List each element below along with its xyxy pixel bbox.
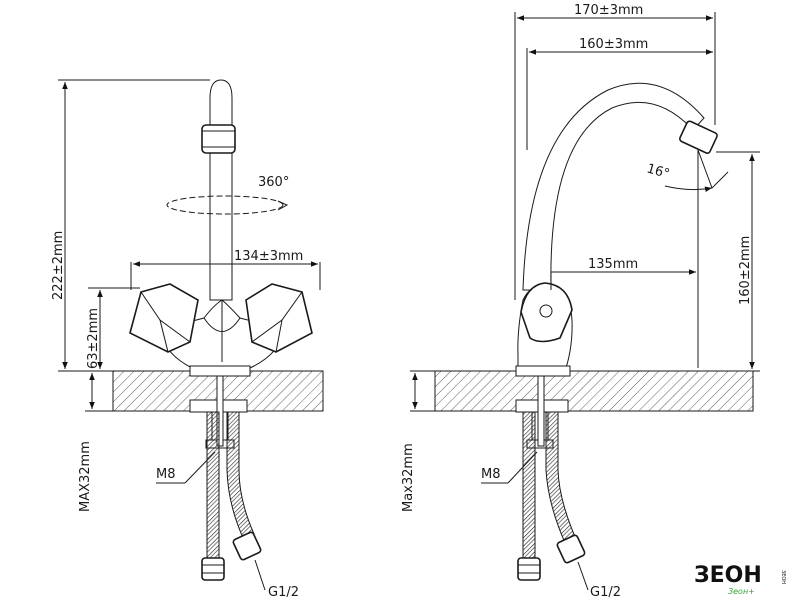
side-curved-spout [523, 83, 704, 290]
front-thread-label: M8 [156, 467, 176, 482]
side-countertop [435, 371, 753, 411]
front-handle-span-label: 134±3mm [234, 249, 303, 264]
side-thread-label: M8 [481, 467, 501, 482]
front-aerator [202, 125, 235, 153]
side-right-hose [546, 412, 576, 545]
side-max-thickness-label: Max32mm [401, 443, 416, 512]
side-base-flange [516, 366, 570, 376]
front-max-thickness-label: MAX32mm [78, 441, 93, 512]
brand-subtitle: Зеон+ [728, 587, 755, 596]
side-overall-reach-label: 170±3mm [574, 3, 643, 18]
front-right-hose [227, 412, 254, 540]
front-right-handle [246, 284, 312, 352]
side-right-hose-nut [556, 534, 585, 563]
side-view: 170±3mm 160±3mm 16° 135mm 160±2mm Max32m… [401, 3, 760, 600]
side-left-hose-nut [518, 558, 540, 580]
side-outlet-reach-label: 135mm [588, 257, 638, 272]
side-connection-label: G1/2 [590, 585, 621, 600]
front-left-hose-nut [202, 558, 224, 580]
side-lever-handle [521, 283, 572, 342]
front-connection-label: G1/2 [268, 585, 299, 600]
rotation-circle-icon [167, 196, 283, 214]
front-view: 360° 222±2mm [51, 80, 323, 600]
brand-name: ЗЕОН [694, 563, 762, 588]
front-right-hose-nut [232, 531, 261, 560]
rotation-label: 360° [258, 175, 289, 190]
front-spout-tube [210, 80, 232, 300]
side-angle-label: 16° [645, 161, 671, 182]
front-handle-height-label: 63±2mm [86, 308, 101, 369]
side-threaded-stud [538, 376, 544, 446]
brand-logo: ЗЕОН Зеон+ ЗЕОН [694, 563, 786, 596]
front-height-label: 222±2mm [51, 231, 66, 300]
side-aerator [679, 120, 718, 154]
side-spout-reach-label: 160±3mm [579, 37, 648, 52]
front-base-flange [190, 366, 250, 376]
front-left-hose [207, 412, 219, 560]
side-outlet-height-label: 160±2mm [738, 236, 753, 305]
front-left-handle [130, 284, 198, 352]
brand-side-text: ЗЕОН [780, 570, 786, 584]
front-threaded-stud [217, 376, 223, 446]
side-left-hose [523, 412, 535, 560]
